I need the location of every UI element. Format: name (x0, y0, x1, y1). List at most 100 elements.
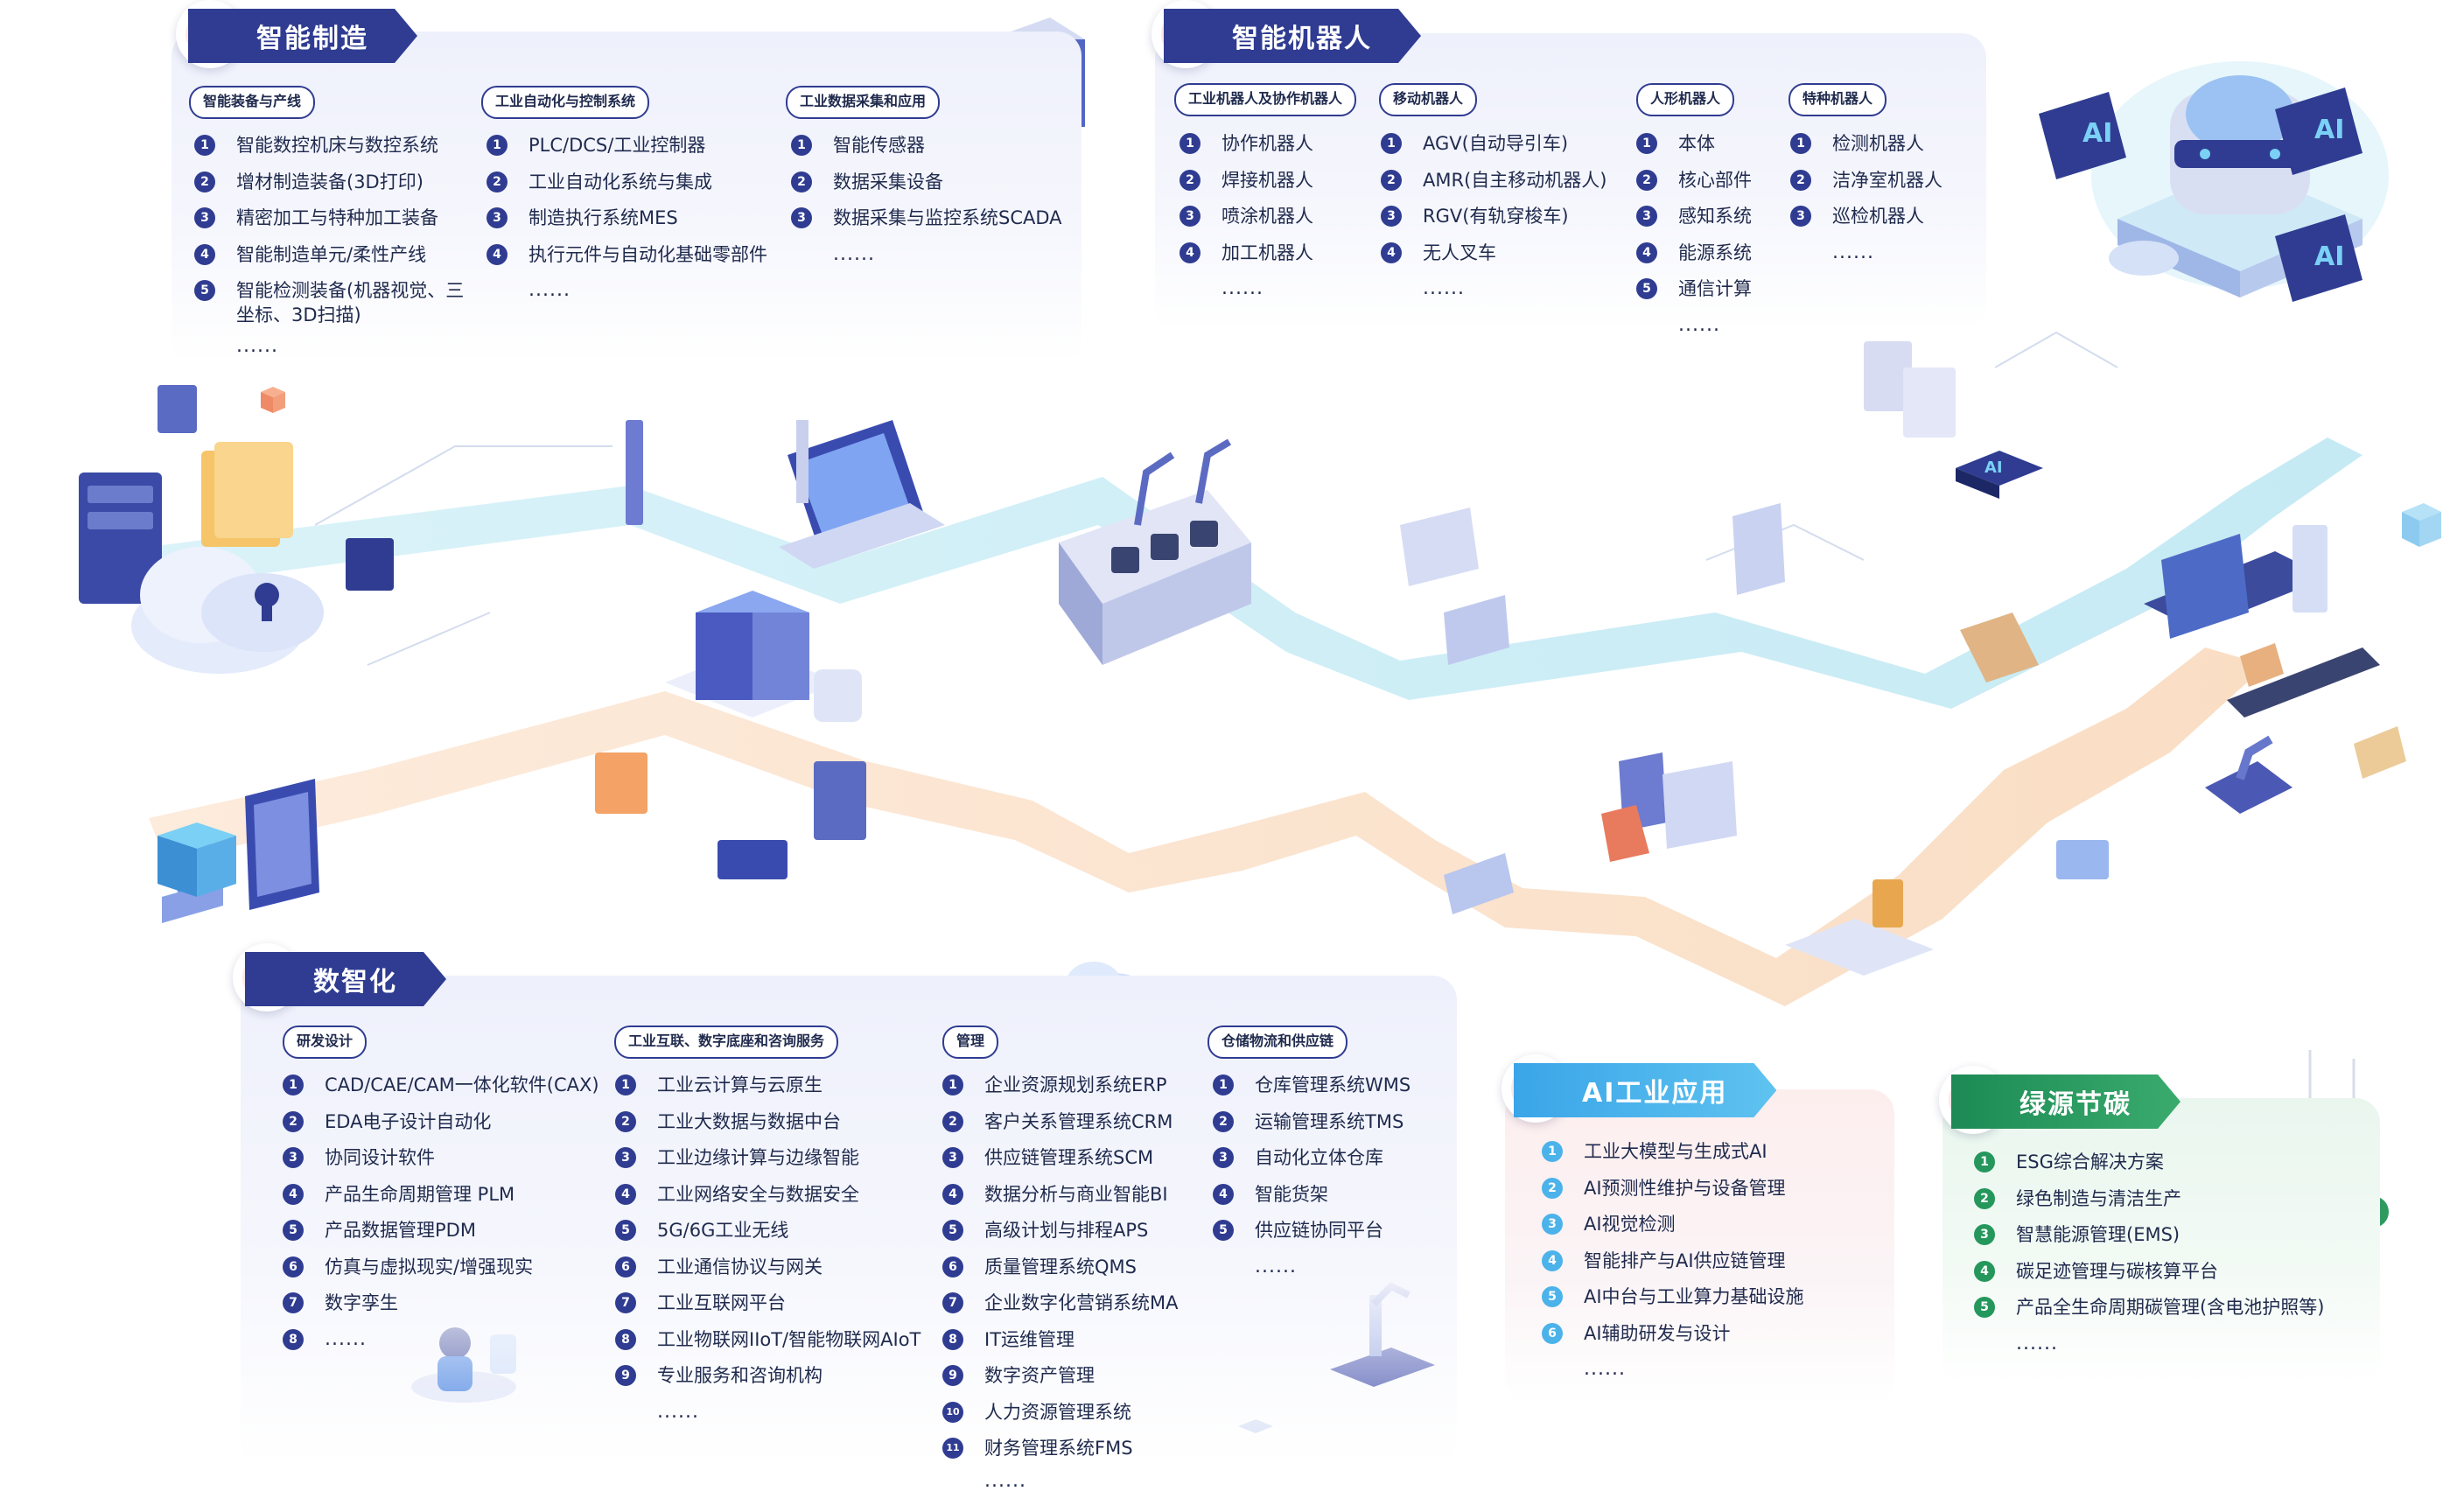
category-pill: 工业互联、数字底座和咨询服务 (614, 1026, 839, 1059)
intelligent-robots-header: 智能机器人 (1152, 0, 1421, 68)
ai-chip-label: AI (2314, 242, 2344, 272)
production-line-illustration (1059, 438, 1251, 665)
section-title: 绿源节碳 (1951, 1074, 2180, 1129)
ai-brain-illustration: AI AI AI (2039, 61, 2389, 302)
green-energy-panel (1942, 1098, 2380, 1387)
category-pill: 仓储物流和供应链 (1208, 1026, 1348, 1059)
ai-chip-label: AI (2314, 115, 2344, 145)
list-ellipsis: ...... (1255, 1255, 1297, 1278)
orange-process-path (149, 648, 2266, 1006)
ai-industrial-panel (1505, 1089, 1894, 1404)
green-energy-header: 绿源节碳 (1939, 1066, 2180, 1134)
list-ellipsis: ...... (984, 1469, 1026, 1492)
section-title: 智能制造 (188, 9, 417, 63)
category-pill: 移动机器人 (1379, 83, 1478, 116)
ai-chip-illustration: AI (1864, 341, 2043, 499)
list-ellipsis: ...... (1222, 277, 1264, 299)
category-pill: 管理 (942, 1026, 999, 1059)
section-title: 智能机器人 (1164, 9, 1421, 63)
category-pill: 工业机器人及协作机器人 (1174, 83, 1357, 116)
category-pill: 工业自动化与控制系统 (481, 86, 650, 119)
analytics-panels-illustration (1400, 503, 1785, 862)
list-ellipsis: ...... (1832, 241, 1874, 263)
data-center-illustration (595, 591, 866, 879)
dashboard-screen-illustration (626, 420, 945, 569)
category-pill: 研发设计 (283, 1026, 368, 1059)
ai-industrial-header: AI AI工业应用 (1502, 1054, 1776, 1123)
section-title: 数智化 (245, 952, 446, 1006)
cloud-storage-illustration (79, 385, 394, 674)
section-title: AI工业应用 (1514, 1063, 1776, 1117)
intelligent-manufacturing-header: 智能制造 (176, 0, 417, 68)
list-ellipsis: ...... (657, 1400, 699, 1423)
intelligent-robots-panel (1155, 33, 1986, 331)
list-ellipsis: ...... (1423, 277, 1465, 299)
decorative-cubes (158, 387, 2441, 897)
warehouse-road-illustration (1960, 525, 2406, 879)
list-item: 8...... (283, 1327, 599, 1352)
category-pill: 特种机器人 (1788, 83, 1887, 116)
